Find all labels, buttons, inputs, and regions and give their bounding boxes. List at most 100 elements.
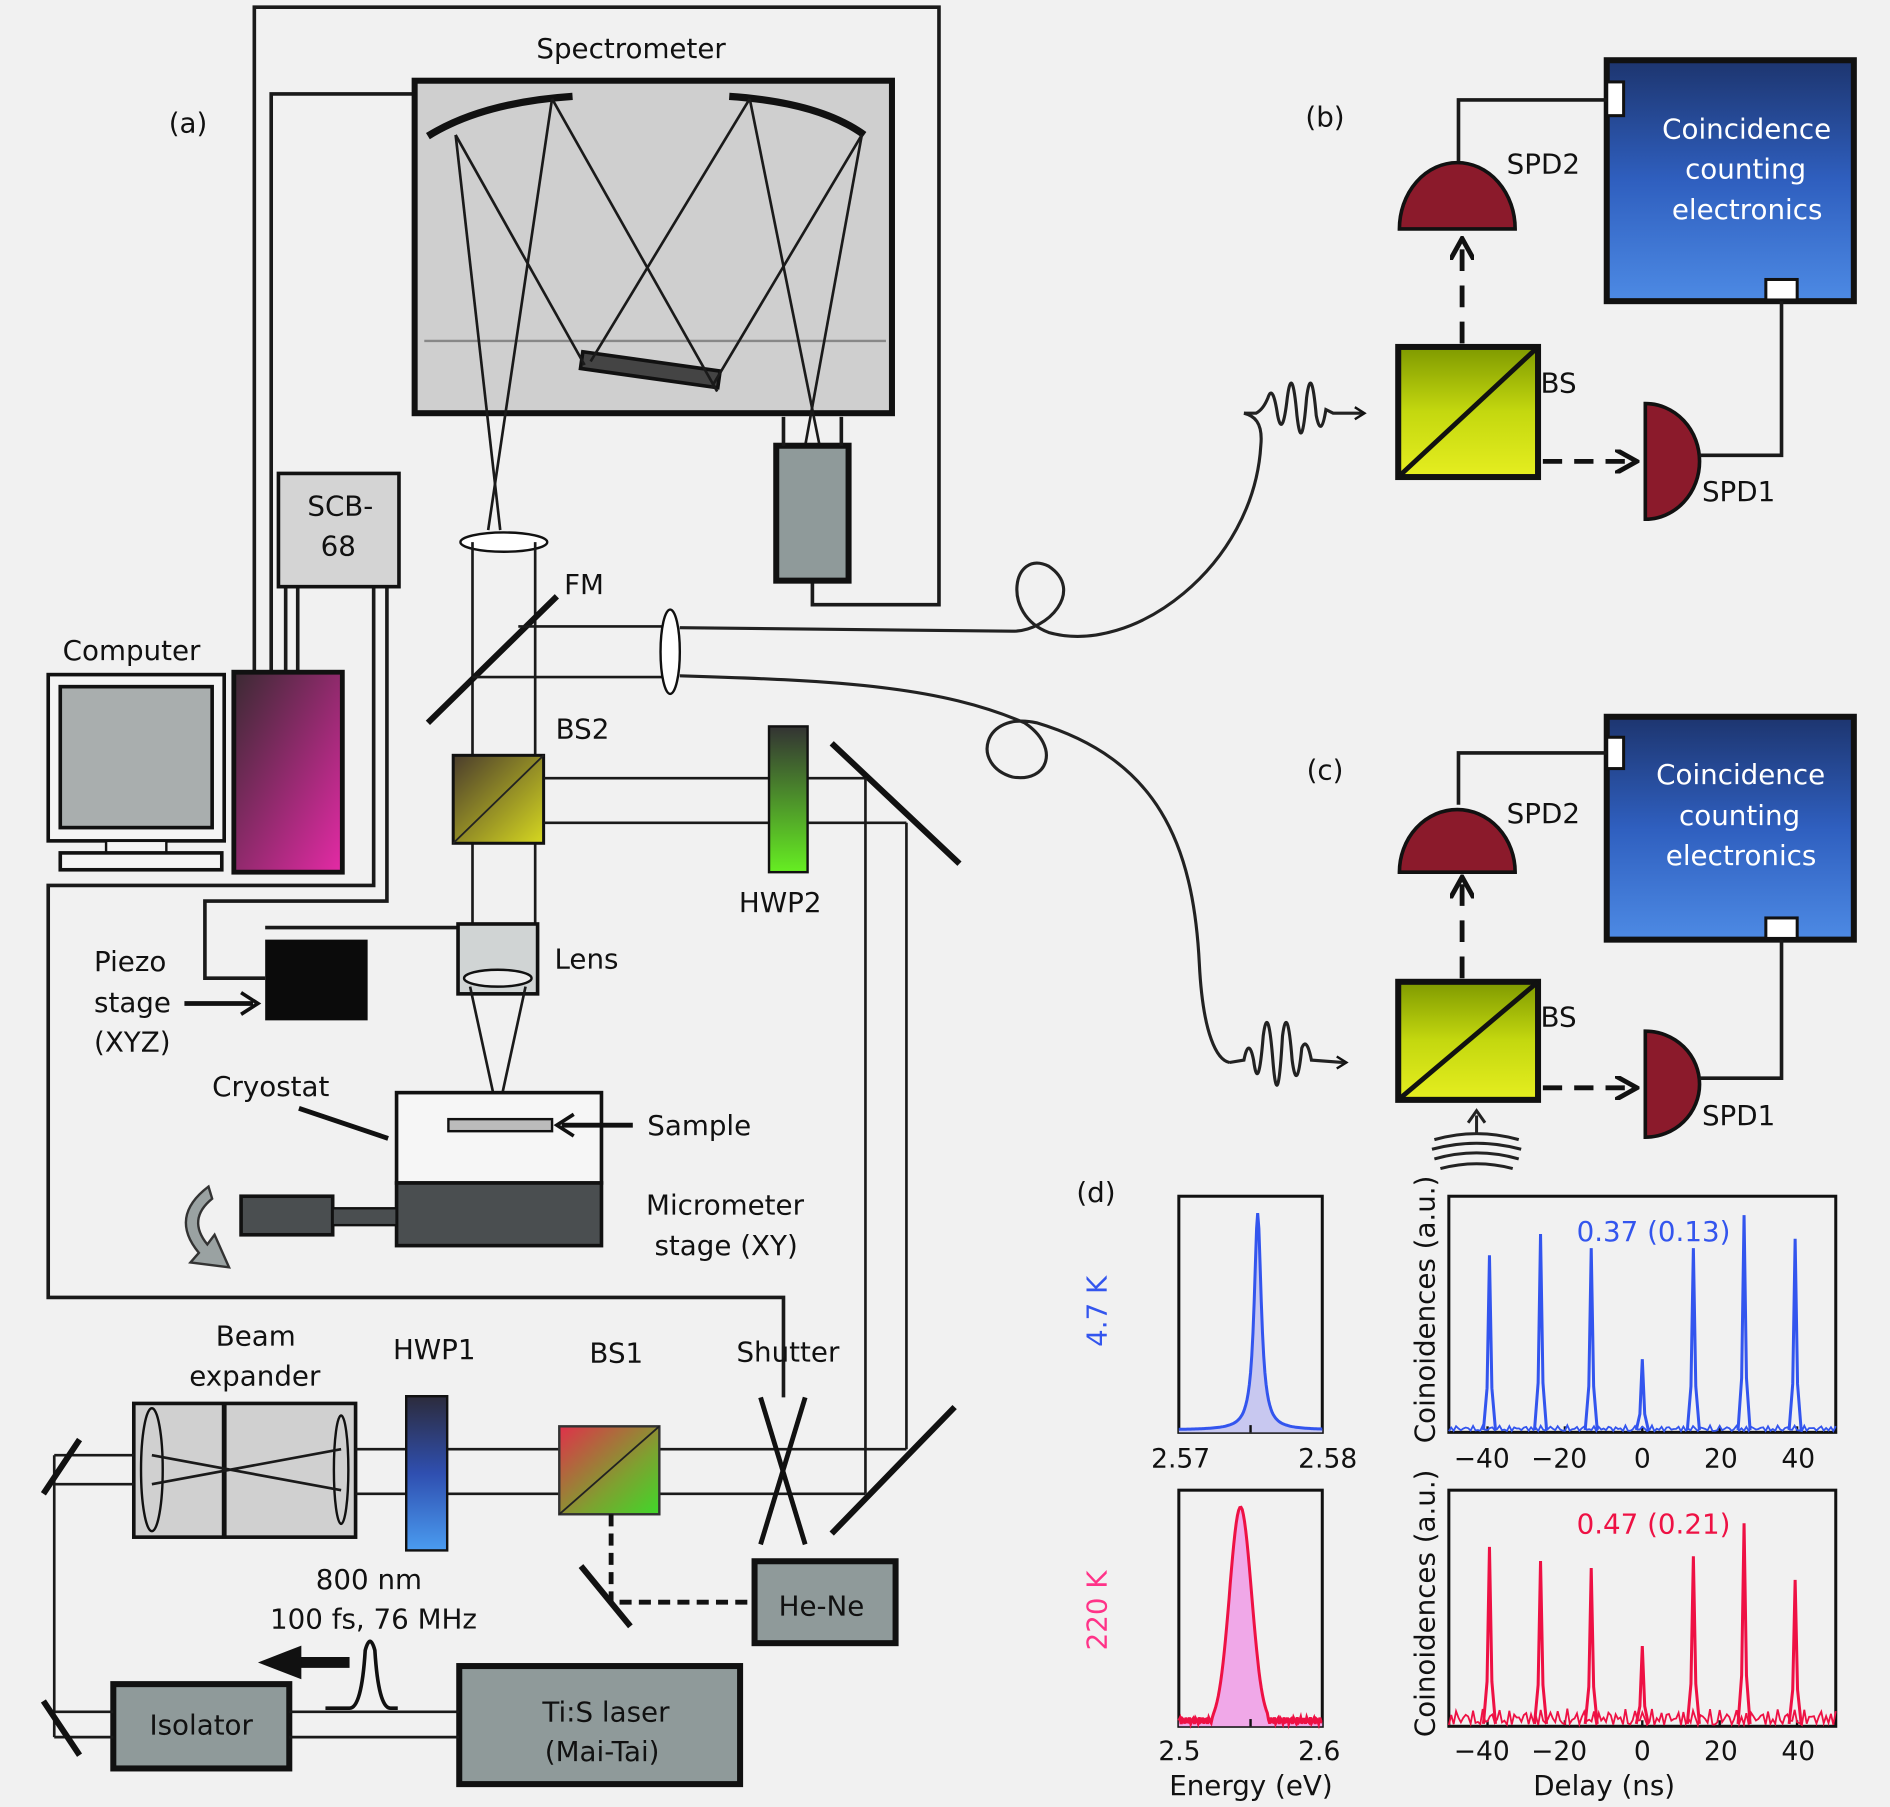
fiber-to-hbt-b — [679, 411, 1263, 638]
hene-mirror — [578, 1564, 633, 1629]
coincidence-peak — [1634, 1359, 1650, 1431]
keyboard — [58, 851, 224, 872]
computer-tower — [231, 669, 345, 875]
coincidence-plot-220k: 0.47 (0.21) Coinoidences (a.u.) Delay (n… — [1408, 1470, 1838, 1802]
bs1-label: BS1 — [589, 1336, 643, 1369]
piezo-label-2: stage — [94, 986, 171, 1019]
micrometer-label-1: Micrometer — [646, 1188, 805, 1221]
cryostat: Cryostat Sample Micrometer stage (XY) — [184, 1070, 805, 1269]
x-axis-label: Delay (ns) — [1533, 1769, 1675, 1802]
computer: Computer — [46, 634, 345, 875]
panel-label-a: (a) — [169, 107, 208, 140]
hwp2-label: HWP2 — [739, 886, 822, 919]
hwp1 — [405, 1395, 449, 1552]
pulse-label-2: 100 fs, 76 MHz — [270, 1603, 477, 1636]
sample — [447, 1117, 554, 1133]
control-wires — [46, 5, 941, 1398]
spd2-detector-c — [1397, 807, 1517, 874]
piezo-label-3: (XYZ) — [94, 1026, 171, 1059]
bs-label-b: BS — [1540, 367, 1576, 400]
spectrometer-housing — [411, 77, 895, 417]
x-tick-label: 2.6 — [1298, 1736, 1340, 1767]
spd1-detector-b — [1643, 401, 1702, 522]
coincidence-electronics-b — [1603, 57, 1857, 305]
laser-label-2: (Mai-Tai) — [545, 1735, 660, 1768]
panel-d-charts: (d) 4.7 K 220 K 2.57 2.58 0.37 (0.13) Co… — [1076, 1176, 1838, 1802]
x-tick-label: −20 — [1531, 1736, 1587, 1767]
x-tick-label: 2.58 — [1298, 1443, 1357, 1474]
isolator — [110, 1681, 293, 1772]
spd1-label-b: SPD1 — [1702, 475, 1775, 508]
cryostat-arrow-icon — [298, 1106, 389, 1141]
panel-label-b: (b) — [1305, 100, 1344, 133]
tis-laser — [456, 1663, 744, 1788]
fm-label: FM — [564, 568, 604, 601]
row-label-4p7k: 4.7 K — [1081, 1275, 1114, 1347]
coincidence-peak — [1583, 1568, 1599, 1725]
spectrum-line — [1178, 1212, 1323, 1431]
rotate-arrow-icon — [184, 1184, 231, 1269]
pulse-icon — [325, 1639, 398, 1711]
fold-mirror-top — [40, 1437, 83, 1496]
micrometer-label-2: stage (XY) — [655, 1229, 798, 1262]
spd2-label-b: SPD2 — [1507, 147, 1580, 180]
panel-label-c: (c) — [1307, 753, 1344, 786]
coincidence-electronics-c — [1603, 713, 1857, 943]
scb68-label-1: SCB- — [307, 490, 373, 523]
steering-mirror — [829, 741, 962, 866]
coincidence-peak — [1736, 1215, 1752, 1431]
computer-label: Computer — [63, 634, 201, 667]
x-tick-label: 0 — [1634, 1443, 1651, 1474]
coincidence-peak — [1481, 1255, 1497, 1431]
x-tick-label: −20 — [1531, 1443, 1587, 1474]
spectrum-plot-4p7k: 2.57 2.58 — [1151, 1194, 1357, 1474]
scb68-box: SCB- 68 — [276, 471, 401, 589]
spd2-label-c: SPD2 — [1507, 797, 1580, 830]
photon-wavepacket-icon — [1229, 1021, 1345, 1087]
detection-path: FM — [425, 531, 682, 928]
coincidence-peak — [1787, 1238, 1803, 1431]
input-mirror — [829, 1404, 957, 1536]
spectrum-plot-220k: 2.5 2.6 Energy (eV) — [1158, 1488, 1340, 1802]
x-axis-label: Energy (eV) — [1169, 1769, 1332, 1802]
coincidence-peak — [1736, 1523, 1752, 1725]
spd1-label-c: SPD1 — [1702, 1099, 1775, 1132]
scb68-label-2: 68 — [321, 529, 356, 562]
micrometer-stage — [394, 1181, 604, 1248]
x-tick-label: 40 — [1781, 1443, 1815, 1474]
g2-annotation-220k: 0.47 (0.21) — [1577, 1508, 1731, 1541]
panel-label-d: (d) — [1076, 1176, 1115, 1209]
hwp1-label: HWP1 — [393, 1333, 476, 1366]
coincidence-peak — [1685, 1248, 1701, 1431]
pulse-label-1: 800 nm — [316, 1563, 422, 1596]
sample-label: Sample — [647, 1109, 751, 1142]
electronics-label-b-3: electronics — [1672, 193, 1823, 226]
monitor-screen — [58, 684, 214, 830]
fold-mirror-bottom — [40, 1699, 83, 1757]
spectrometer: Spectrometer — [411, 32, 895, 584]
x-tick-label: 40 — [1781, 1736, 1815, 1767]
beam-expander-label-1: Beam — [216, 1320, 296, 1353]
cryostat-label: Cryostat — [212, 1070, 329, 1103]
spectrometer-entrance-lens — [459, 531, 549, 553]
electronics-label-b-2: counting — [1685, 152, 1806, 185]
hwp2: HWP2 — [739, 725, 822, 919]
beam-expander — [131, 1401, 358, 1539]
laser-label-1: Ti:S laser — [541, 1695, 670, 1728]
isolator-label: Isolator — [149, 1709, 253, 1742]
electronics-label-c-3: electronics — [1666, 839, 1817, 872]
photon-wavepacket-icon — [1243, 381, 1363, 435]
spectrum-line — [1177, 1505, 1323, 1730]
coincidence-peak — [1533, 1560, 1549, 1725]
hene-laser — [751, 1558, 899, 1647]
bs2: BS2 — [451, 712, 609, 845]
coincidence-peak — [1787, 1579, 1803, 1725]
coincidence-peak — [1685, 1556, 1701, 1725]
electronics-label-c-1: Coincidence — [1656, 758, 1825, 791]
electronics-label-c-2: counting — [1679, 799, 1800, 832]
fiber-to-hbt-c — [679, 674, 1230, 1065]
spectrum-area — [1178, 1507, 1323, 1727]
x-tick-label: −40 — [1454, 1736, 1510, 1767]
ccd-detector — [773, 442, 852, 584]
